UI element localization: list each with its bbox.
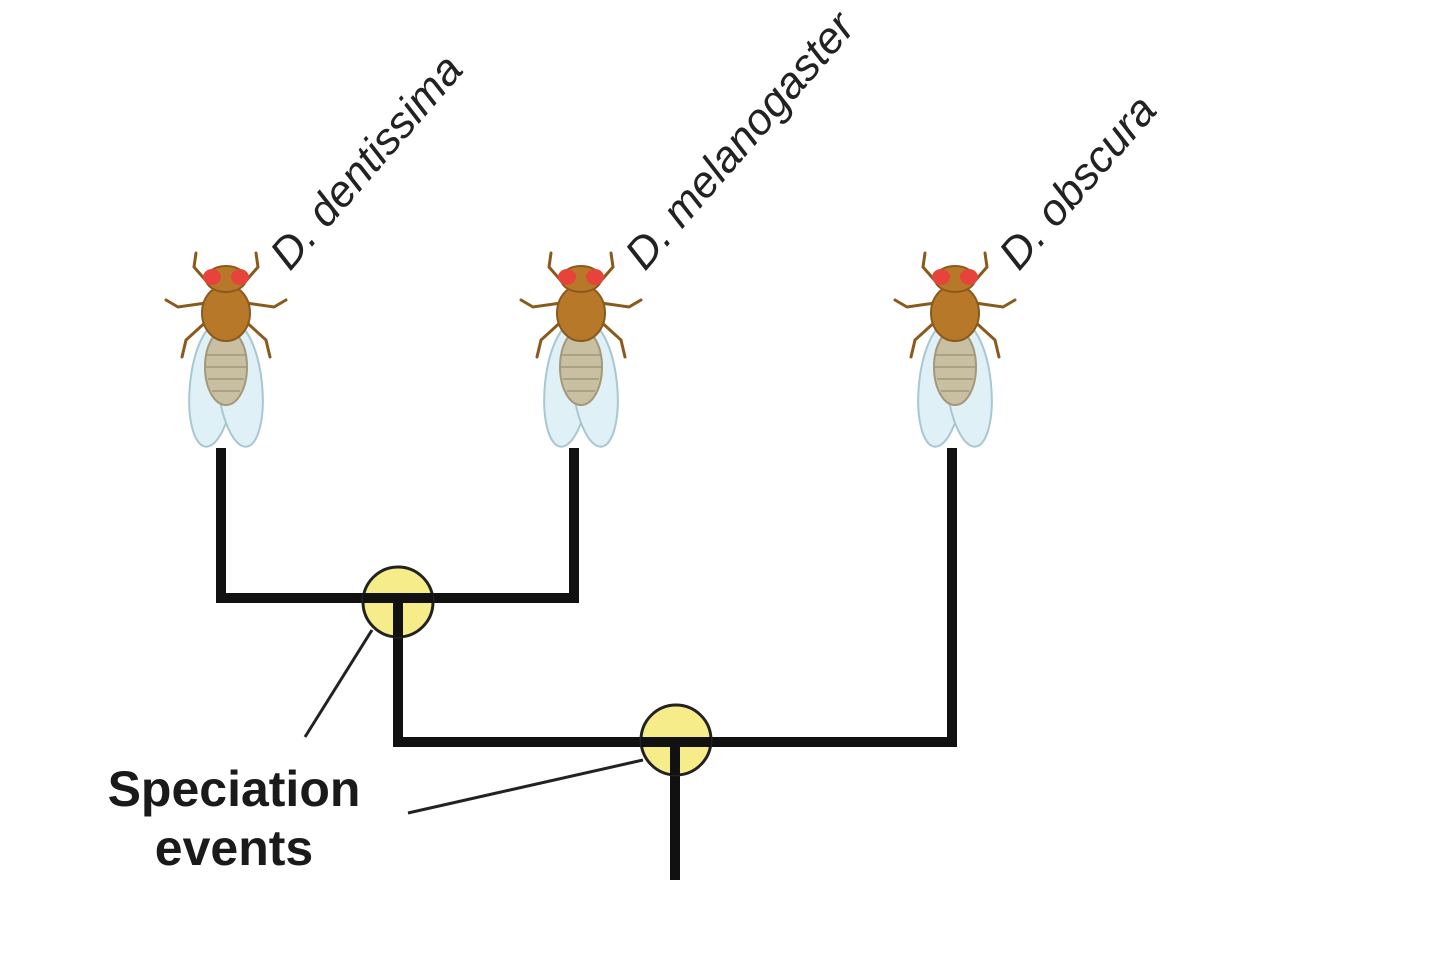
fly-icon-melanogaster — [519, 251, 643, 451]
fly-icon-obscura — [893, 251, 1017, 451]
speciation-events-label-line1: Speciation — [108, 761, 361, 817]
tree-branch-overlay-1 — [363, 593, 433, 637]
speciation-events-label-line2: events — [155, 820, 313, 876]
leader-line-node-1 — [303, 629, 374, 738]
tree-branch-overlay-2 — [641, 737, 711, 775]
fly-icon-dentissima — [164, 251, 288, 451]
species-label-dentissima: D. dentissima — [261, 45, 473, 278]
species-label-melanogaster: D. melanogaster — [616, 1, 866, 279]
leader-line-node-2 — [407, 758, 644, 815]
species-label-obscura: D. obscura — [990, 86, 1167, 279]
